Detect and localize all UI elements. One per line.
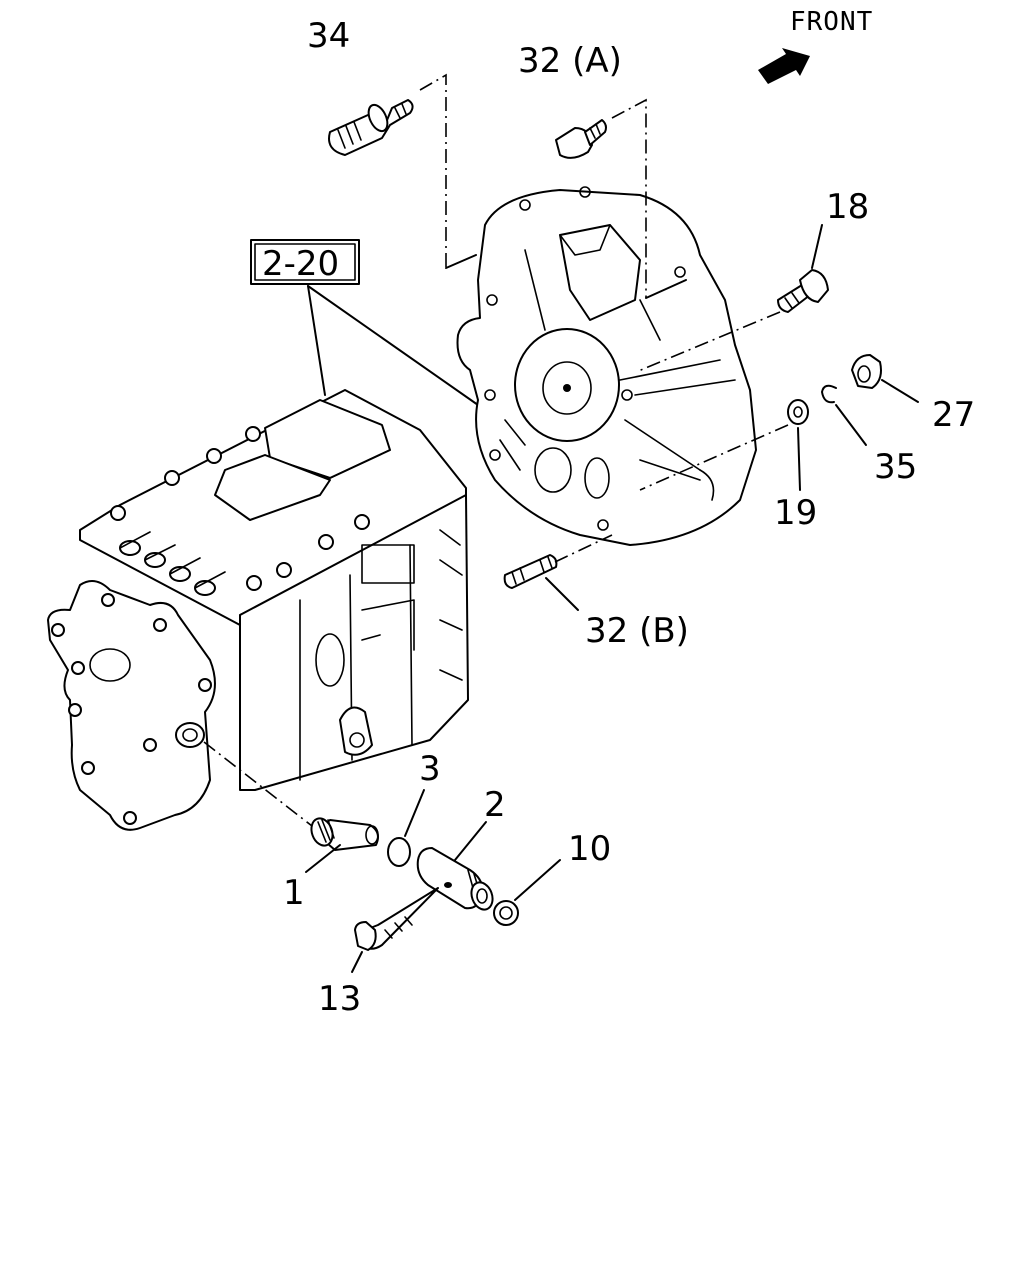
case-ribs xyxy=(299,529,463,781)
reference-box: 2-20 xyxy=(250,239,479,406)
leader-3 xyxy=(404,789,425,837)
leader-35 xyxy=(835,404,867,446)
leader-32a-end xyxy=(645,279,687,299)
leader-32b xyxy=(419,73,447,268)
part-27-nut xyxy=(851,354,882,389)
housing-bore-inner xyxy=(542,361,592,415)
shift-rail-caps xyxy=(119,531,226,596)
case-detail xyxy=(361,599,415,651)
callout-13: 13 xyxy=(318,979,361,1019)
front-cover-bore xyxy=(89,648,131,682)
housing-pocket-2 xyxy=(584,457,610,499)
reference-box-inner xyxy=(254,243,356,281)
part-3-oring xyxy=(387,837,411,867)
housing-bore-center xyxy=(563,384,571,392)
leader-27 xyxy=(881,379,919,403)
callout-19: 19 xyxy=(774,493,817,533)
housing-ribs xyxy=(524,249,736,481)
callout-10: 10 xyxy=(568,829,611,869)
leader-19 xyxy=(797,427,801,491)
part-2-sleeve xyxy=(416,847,494,911)
callout-32b: 34 xyxy=(307,16,350,56)
callout-34: 32 (B) xyxy=(585,611,689,651)
leader-32a xyxy=(611,98,647,298)
part-13-screw xyxy=(354,887,439,951)
output-boss xyxy=(175,722,205,748)
output-boss-hole xyxy=(182,728,198,742)
leader-34 xyxy=(545,577,579,611)
housing-pocket-1 xyxy=(534,447,572,493)
part-34-stud xyxy=(503,554,558,589)
case-plate xyxy=(361,544,415,584)
part-35-washer xyxy=(821,384,837,404)
clutch-housing xyxy=(456,186,757,546)
case-top-bolts xyxy=(110,426,370,591)
transmission-case xyxy=(47,389,469,831)
callout-1: 1 xyxy=(283,873,305,913)
callout-32a: 32 (A) xyxy=(518,41,622,81)
part-10-seal xyxy=(493,900,519,926)
part-32a-bolt xyxy=(555,119,607,159)
leader-1-line xyxy=(203,741,313,827)
part-18-bolt xyxy=(777,269,829,313)
callout-35: 35 xyxy=(874,447,917,487)
case-shift-block xyxy=(214,454,331,521)
front-cover-bolts xyxy=(51,593,212,825)
part-32b-bolt xyxy=(328,99,414,156)
leader-18-line xyxy=(635,311,781,373)
front-direction-indicator: FRONT xyxy=(758,7,873,84)
housing-bolt-holes xyxy=(484,186,686,531)
front-label: FRONT xyxy=(790,7,873,37)
case-oval xyxy=(315,633,345,687)
leader-1 xyxy=(305,844,341,873)
leader-10 xyxy=(514,859,561,901)
reference-box-frame xyxy=(250,239,360,285)
callout-27: 27 xyxy=(932,395,975,435)
leader-32b-end xyxy=(445,254,477,269)
callout-labels: 34 32 (A) 18 27 35 19 32 (B) 3 2 10 1 13 xyxy=(283,16,975,1019)
callout-2: 2 xyxy=(484,785,506,825)
leader-13 xyxy=(351,951,363,973)
part-1-shaft xyxy=(310,817,379,851)
housing-details xyxy=(499,419,715,501)
callout-18: 18 xyxy=(826,187,869,227)
front-arrow-icon xyxy=(758,48,810,84)
leader-34-line xyxy=(554,534,613,563)
leader-18 xyxy=(811,224,823,269)
reference-leader xyxy=(307,285,479,406)
reference-leader xyxy=(307,285,326,396)
leader-19-line xyxy=(639,424,789,491)
case-plug-hole xyxy=(349,732,365,748)
callout-3: 3 xyxy=(419,749,441,789)
reference-label: 2-20 xyxy=(262,244,339,284)
leader-2 xyxy=(454,821,487,861)
part-19-washer xyxy=(787,399,809,425)
housing-window-detail xyxy=(559,224,611,256)
